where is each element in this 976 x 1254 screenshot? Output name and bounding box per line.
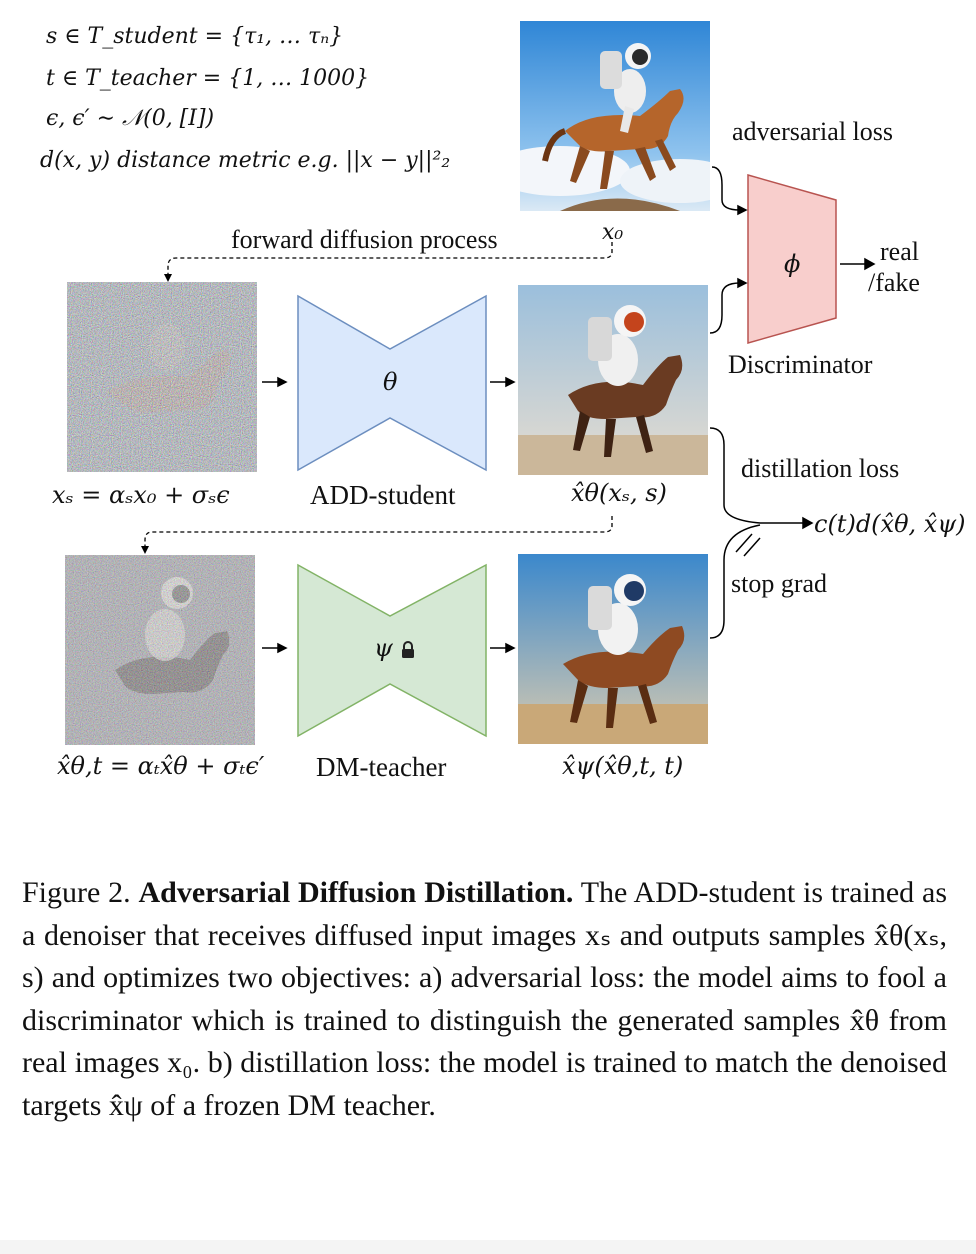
caption-body: The ADD-student is trained as a denoiser…: [22, 876, 947, 1122]
label-stop-grad: stop grad: [731, 569, 827, 599]
label-fake: /fake: [868, 268, 920, 298]
label-real: real: [880, 237, 919, 267]
label-xhat-theta-t-equation: x̂θ,t = αₜx̂θ + σₜϵ′: [57, 752, 264, 780]
teacher-symbol-group: ψ: [374, 634, 416, 664]
arrow-teacher-to-output: [490, 644, 514, 652]
label-add-student: ADD-student: [310, 480, 455, 511]
discriminator-symbol: ϕ: [784, 250, 800, 278]
label-forward-diffusion: forward diffusion process: [231, 225, 498, 255]
renoise-arrowhead: [141, 546, 149, 554]
figure-caption: Figure 2. Adversarial Diffusion Distilla…: [22, 872, 947, 1127]
label-distillation-loss: distillation loss: [741, 454, 899, 484]
arrow-output-to-discriminator: [710, 279, 746, 333]
label-distill-expression: c(t)d(x̂θ, x̂ψ): [814, 510, 966, 538]
label-adversarial-loss: adversarial loss: [732, 117, 893, 147]
label-xhat-psi: x̂ψ(x̂θ,t, t): [562, 752, 683, 780]
arrow-xs-to-student: [262, 378, 286, 386]
label-xs-equation: xₛ = αₛx₀ + σₛϵ: [52, 481, 230, 509]
stop-grad-marks: [736, 534, 760, 556]
label-discriminator: Discriminator: [728, 350, 872, 380]
caption-title: Adversarial Diffusion Distillation.: [139, 876, 574, 909]
label-x0: x₀: [602, 220, 623, 245]
renoise-path: [145, 516, 612, 548]
student-symbol: θ: [383, 368, 397, 396]
caption-prefix: Figure 2.: [22, 876, 131, 909]
forward-diffusion-arrowhead: [164, 274, 172, 282]
label-xhat-theta: x̂θ(xₛ, s): [571, 479, 667, 507]
label-dm-teacher: DM-teacher: [316, 752, 446, 783]
arrow-x0-to-discriminator: [712, 167, 746, 214]
teacher-symbol: ψ: [374, 634, 393, 662]
lock-icon: [400, 641, 416, 663]
arrow-student-to-output: [490, 378, 514, 386]
page-bottom-band: [0, 1240, 976, 1254]
arrow-noisy-to-teacher: [262, 644, 286, 652]
